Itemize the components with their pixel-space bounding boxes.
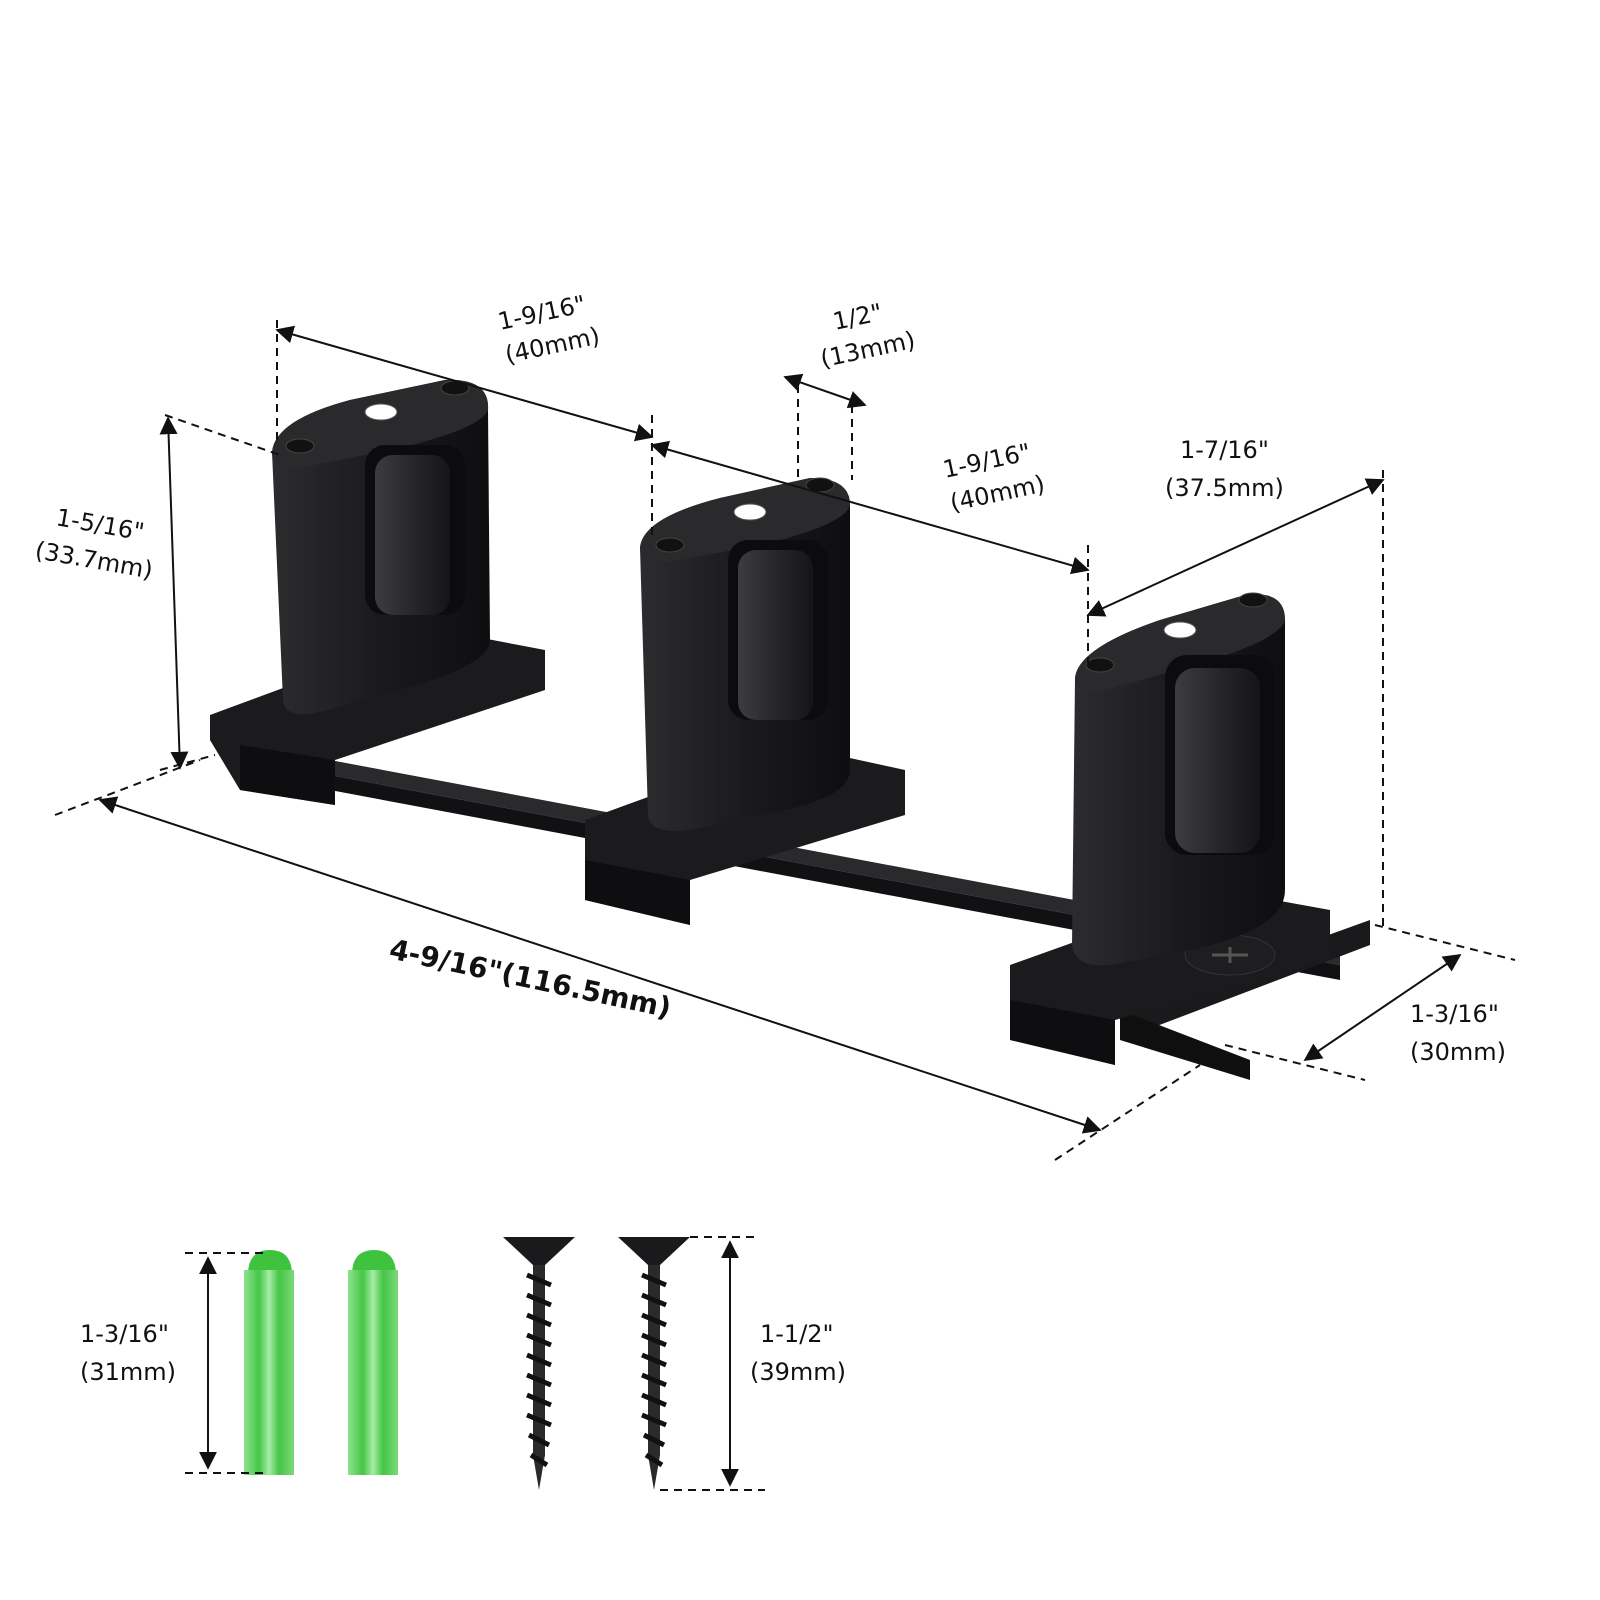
roller-post-middle xyxy=(640,477,850,831)
roller-middle xyxy=(738,550,813,720)
dim-anchor-mm: (31mm) xyxy=(80,1358,176,1386)
screw-dimension xyxy=(660,1236,765,1491)
roller-right xyxy=(1175,668,1260,853)
dim-roller-depth-mm: (37.5mm) xyxy=(1165,474,1284,502)
dim-pitch-2: 1-9/16" (40mm) xyxy=(940,438,1047,517)
dim-slot-width-mm: (13mm) xyxy=(818,326,918,373)
dim-height: 1-5/16" (33.7mm) xyxy=(33,503,155,584)
dim-slot-width-inch: 1/2" xyxy=(830,298,884,336)
dim-roller-depth: 1-7/16" (37.5mm) xyxy=(1165,436,1284,502)
dim-screw: 1-1/2" (39mm) xyxy=(750,1320,846,1386)
dim-base-width: 1-3/16" (30mm) xyxy=(1410,1000,1506,1066)
dim-base-width-inch: 1-3/16" xyxy=(1410,1000,1499,1028)
roller-post-left xyxy=(272,379,490,715)
wall-anchor-2 xyxy=(348,1250,398,1475)
dim-slot-width: 1/2" (13mm) xyxy=(818,298,918,373)
dim-base-width-mm: (30mm) xyxy=(1410,1038,1506,1066)
dim-anchor-inch: 1-3/16" xyxy=(80,1320,169,1348)
screw-1 xyxy=(503,1237,575,1490)
dim-pitch-1: 1-9/16" (40mm) xyxy=(495,290,602,369)
screws xyxy=(503,1237,690,1490)
dim-roller-depth-inch: 1-7/16" xyxy=(1180,436,1269,464)
dim-anchor: 1-3/16" (31mm) xyxy=(80,1320,176,1386)
roller-left xyxy=(375,455,450,615)
dimension-lines xyxy=(54,320,1516,1161)
dim-total-length: 4-9/16"(116.5mm) xyxy=(387,933,674,1025)
dim-screw-mm: (39mm) xyxy=(750,1358,846,1386)
screw-2 xyxy=(618,1237,690,1490)
dim-height-inch: 1-5/16" xyxy=(54,503,146,546)
roller-post-right xyxy=(1072,592,1285,966)
dim-screw-inch: 1-1/2" xyxy=(760,1320,834,1348)
wall-anchors xyxy=(244,1250,398,1475)
anchor-dimension xyxy=(185,1252,265,1474)
wall-anchor-1 xyxy=(244,1250,294,1475)
dim-total-length-label: 4-9/16"(116.5mm) xyxy=(387,933,674,1025)
